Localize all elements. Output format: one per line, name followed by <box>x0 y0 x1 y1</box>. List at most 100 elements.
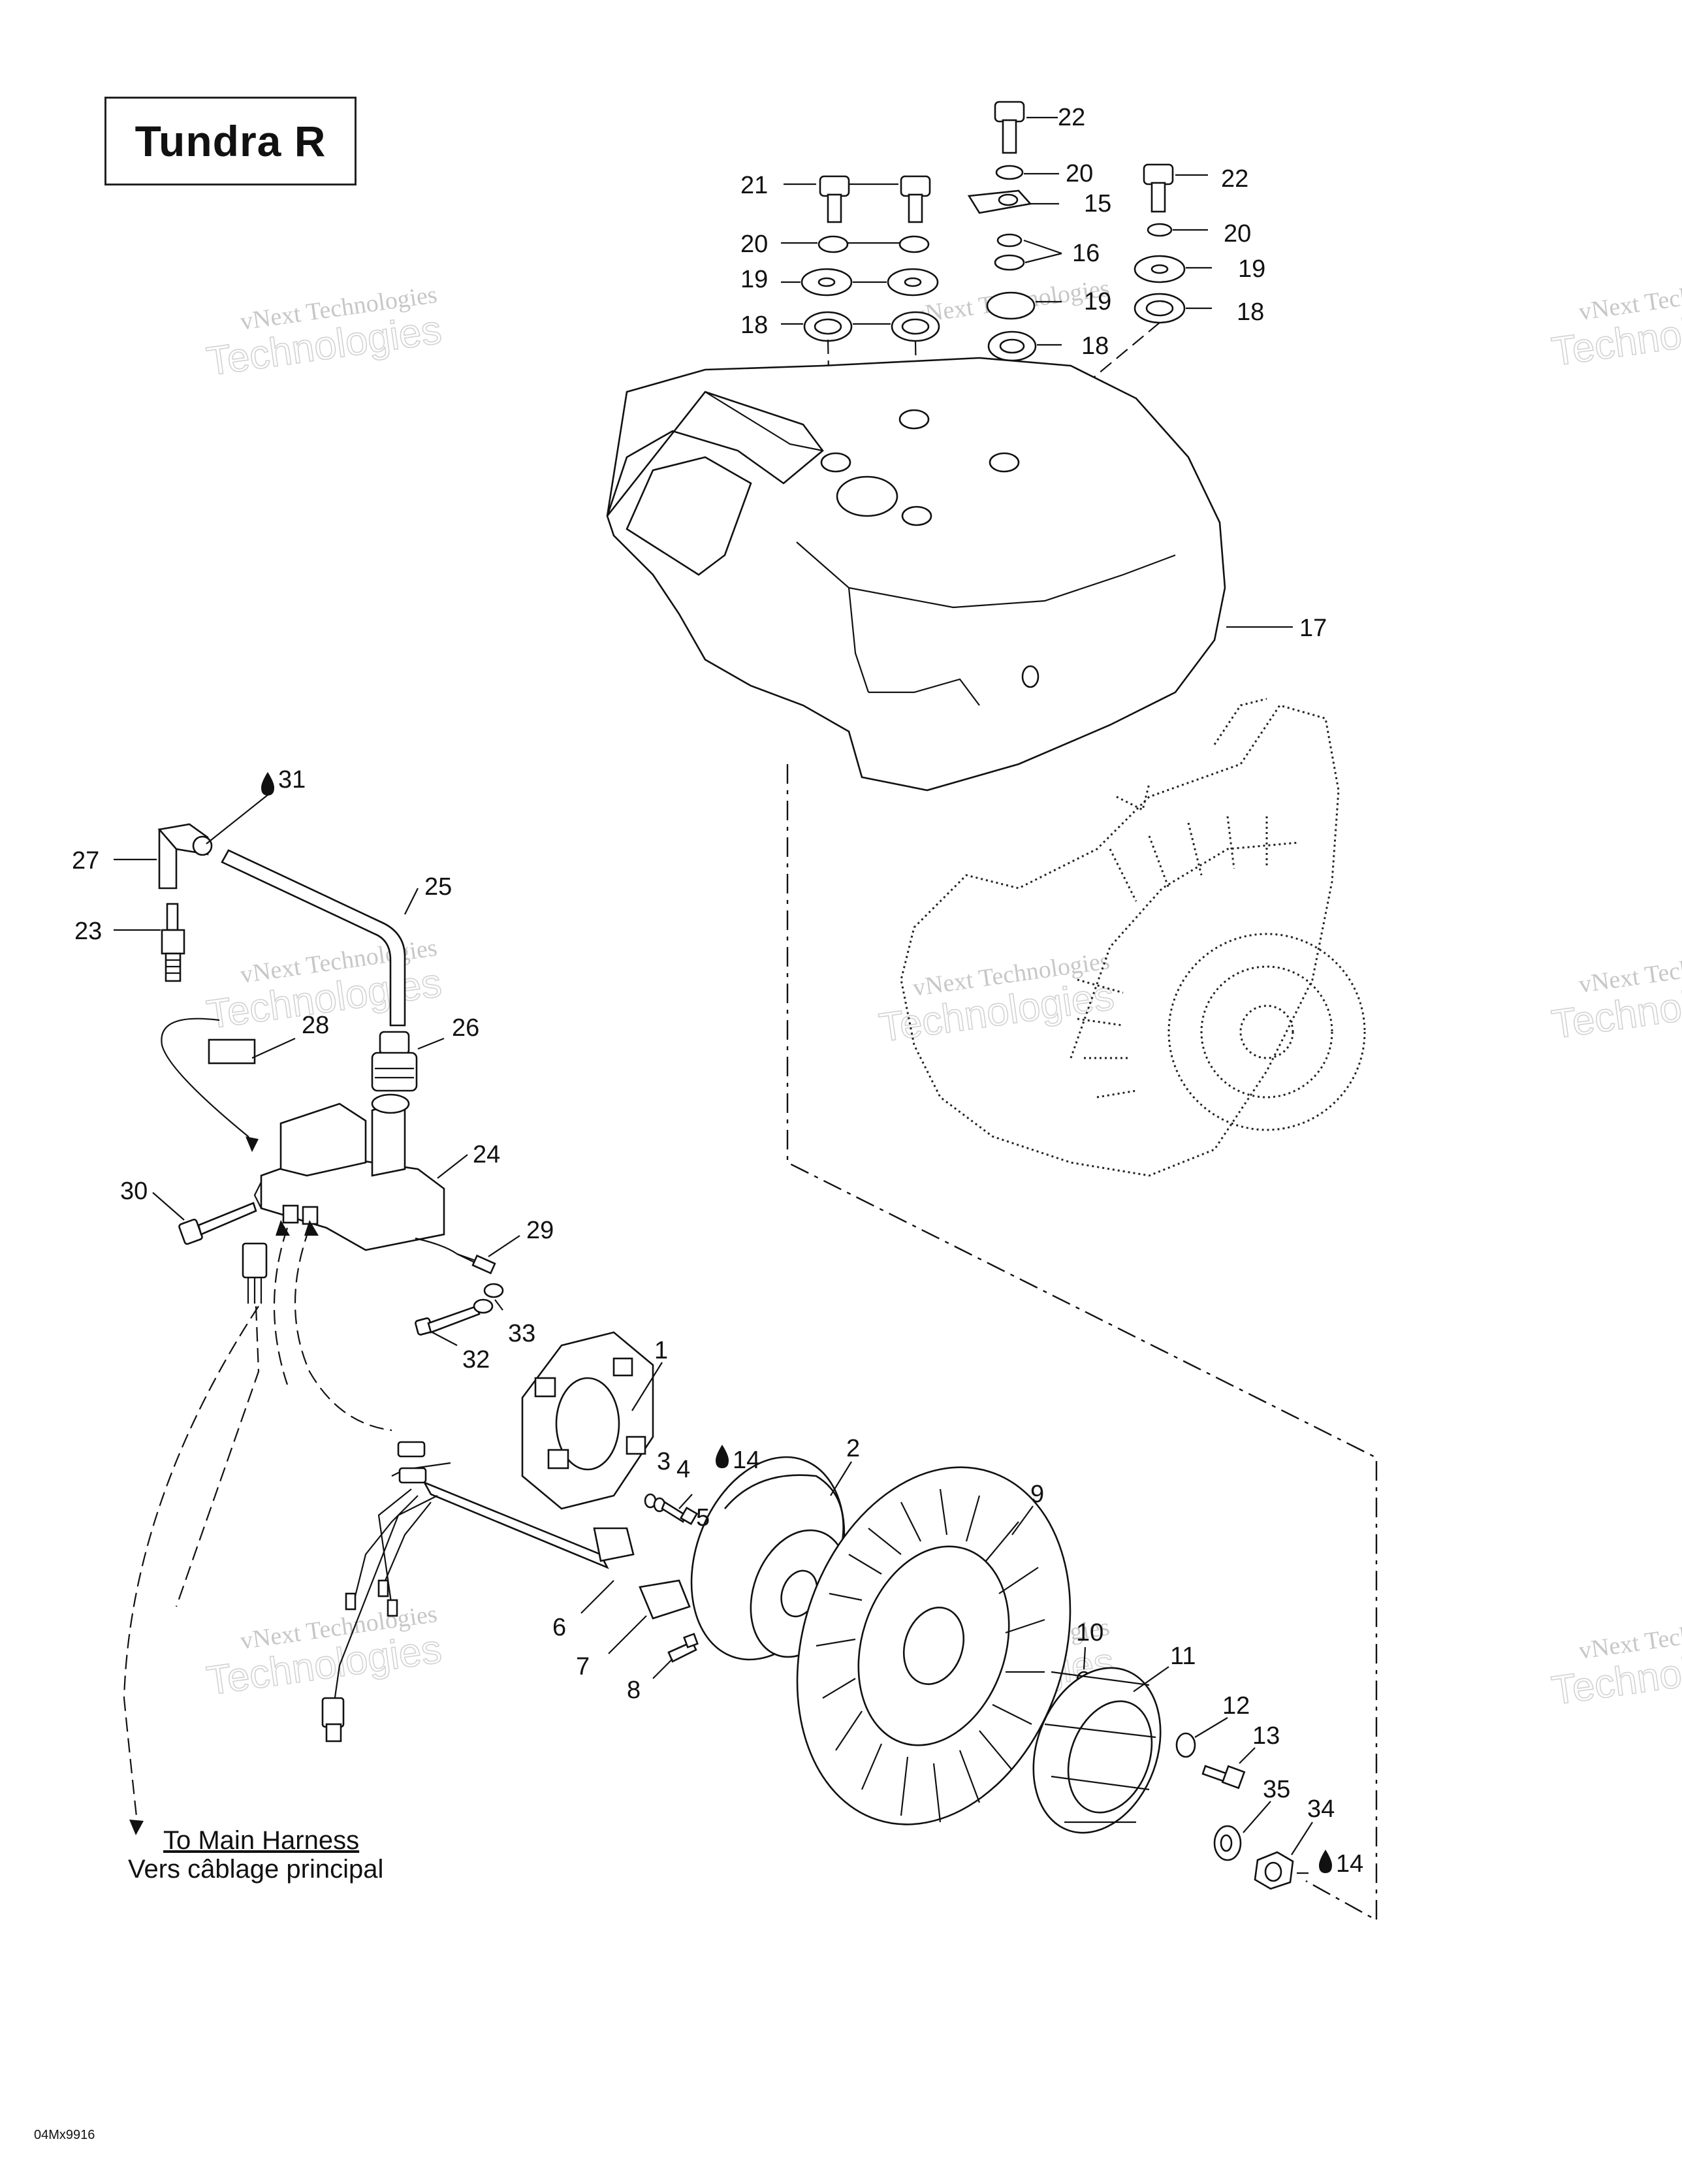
screw-32 <box>415 1305 481 1336</box>
label-28 <box>208 1038 256 1065</box>
fan-housing-17 <box>606 357 1293 792</box>
arrow-icon <box>304 1220 319 1236</box>
callout-13: 13 <box>1252 1722 1280 1750</box>
starting-pulley-11 <box>1032 1667 1162 1834</box>
callout-29: 29 <box>526 1217 554 1244</box>
housing-port <box>836 475 898 517</box>
bolt-22-middle <box>994 101 1025 154</box>
bushing-hole <box>904 277 922 287</box>
wire-boot-26 <box>371 1031 418 1092</box>
bolt-13 <box>1201 1765 1246 1790</box>
callout-14: 14 <box>1336 1850 1363 1878</box>
ground-wire-29 <box>456 1253 504 1298</box>
callout-11: 11 <box>1170 1643 1196 1670</box>
callout-24: 24 <box>473 1141 500 1168</box>
callout-4: 4 <box>676 1456 690 1483</box>
harness-label-english: To Main Harness <box>163 1826 360 1855</box>
ignition-coil-24 <box>253 1093 476 1262</box>
washer-33 <box>473 1298 494 1314</box>
callout-20: 20 <box>1066 160 1093 187</box>
callout-16: 16 <box>1072 240 1100 267</box>
callout-33: 33 <box>508 1320 535 1347</box>
washer-20 <box>898 235 930 253</box>
callout-22: 22 <box>1221 165 1248 193</box>
callout-22: 22 <box>1058 104 1085 131</box>
title-box: Tundra R <box>104 97 357 185</box>
callout-18: 18 <box>1237 298 1264 326</box>
arrow-icon <box>276 1220 290 1236</box>
callout-15: 15 <box>1084 190 1111 217</box>
arrow-icon <box>129 1820 144 1835</box>
callout-31: 31 <box>278 766 306 794</box>
washer-16 <box>996 233 1023 248</box>
bolt-22-right <box>1143 163 1174 213</box>
callout-19: 19 <box>740 266 768 293</box>
wiring-harness-6 <box>422 1481 609 1569</box>
callout-18: 18 <box>1081 332 1109 360</box>
callout-14: 14 <box>733 1447 760 1474</box>
callout-19: 19 <box>1238 255 1265 283</box>
cooling-fan-9 <box>796 1466 1071 1825</box>
high-tension-wire-25 <box>221 849 406 1027</box>
arrow-icon <box>246 1136 259 1152</box>
washer-20 <box>995 165 1024 180</box>
drop-icon <box>1319 1850 1332 1873</box>
connector-plug <box>321 1697 345 1728</box>
housing-hole <box>898 409 930 430</box>
bushing-hole <box>817 277 836 287</box>
callout-20: 20 <box>1224 220 1251 248</box>
clamp-hole <box>998 193 1019 206</box>
assembly-boundary-line <box>786 764 1378 1922</box>
clip-7 <box>639 1579 691 1620</box>
callout-21: 21 <box>740 172 768 199</box>
callout-20: 20 <box>740 231 768 258</box>
harness-note: To Main Harness Vers câblage principal <box>128 1826 383 1884</box>
callout-32: 32 <box>462 1346 490 1373</box>
callout-1: 1 <box>654 1337 668 1364</box>
washer-20 <box>1147 223 1173 237</box>
callout-9: 9 <box>1030 1481 1044 1508</box>
callout-10: 10 <box>1076 1619 1103 1646</box>
callout-18: 18 <box>740 312 768 339</box>
callout-7: 7 <box>576 1653 590 1680</box>
callout-2: 2 <box>846 1435 860 1462</box>
drop-icon <box>716 1445 729 1468</box>
stator-assembly <box>321 1331 699 1742</box>
washer-20 <box>817 235 849 253</box>
callout-17: 17 <box>1299 615 1327 642</box>
drop-icon <box>261 772 274 795</box>
bolt-30 <box>178 1202 257 1245</box>
callout-35: 35 <box>1263 1776 1290 1803</box>
callout-34: 34 <box>1307 1795 1335 1823</box>
grommet-hole <box>1145 300 1174 317</box>
spark-plug-23 <box>161 903 185 982</box>
washer-12 <box>1175 1732 1196 1758</box>
housing-hole <box>1021 665 1039 688</box>
housing-hole <box>901 506 932 526</box>
callout-8: 8 <box>627 1677 641 1704</box>
callout-26: 26 <box>452 1014 479 1042</box>
leader-lines <box>114 116 1313 1874</box>
housing-hole <box>820 452 851 473</box>
callout-23: 23 <box>74 918 102 945</box>
grommet-hole <box>814 318 842 335</box>
callout-labels: 22 21 20 15 22 20 20 16 19 19 19 18 18 1… <box>72 104 1363 1878</box>
grommet-hole <box>999 338 1025 354</box>
callout-28: 28 <box>302 1012 329 1039</box>
grommet-hole <box>901 318 930 335</box>
reference-code: 04Mx9916 <box>34 2128 95 2142</box>
callout-19: 19 <box>1084 288 1111 315</box>
bushing-19 <box>986 291 1036 320</box>
callout-3: 3 <box>657 1448 671 1475</box>
callout-27: 27 <box>72 847 99 875</box>
watermark-group: vNext Technologies Technologies vNext Te… <box>204 271 1682 1718</box>
callout-6: 6 <box>552 1614 566 1641</box>
bolt-21-right <box>900 175 931 223</box>
callout-25: 25 <box>424 873 452 901</box>
connector-plug <box>242 1242 268 1304</box>
callout-30: 30 <box>120 1178 148 1205</box>
harness-label-french: Vers câblage principal <box>128 1855 384 1884</box>
page-title: Tundra R <box>135 117 326 165</box>
